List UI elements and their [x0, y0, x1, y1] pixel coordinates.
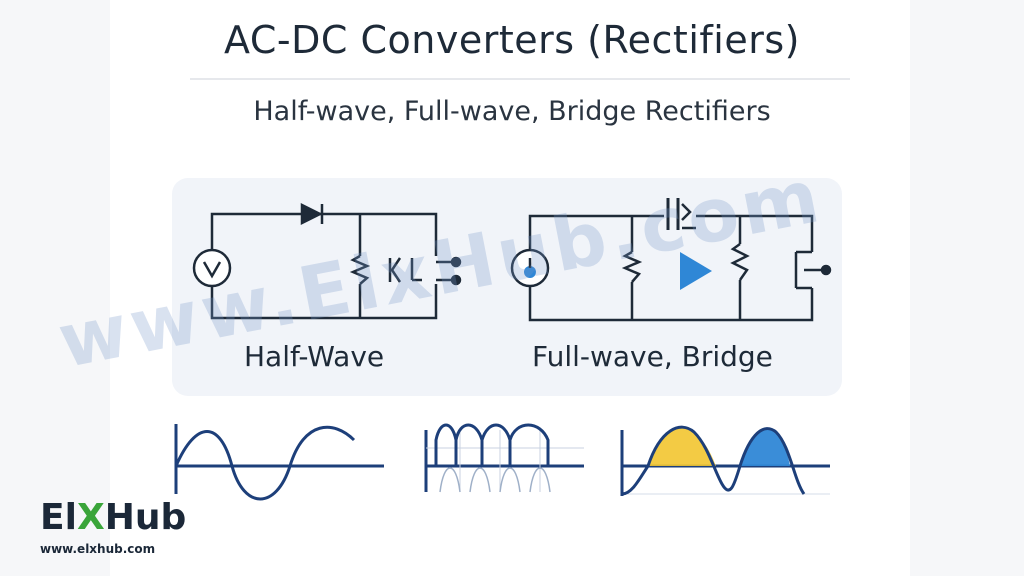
- diode-icon: [300, 202, 324, 226]
- logo-url: www.elxhub.com: [40, 542, 156, 556]
- full-wave-circuit: [510, 196, 832, 322]
- wave1-curve: [174, 425, 356, 501]
- page-title: AC-DC Converters (Rectifiers): [224, 18, 800, 62]
- half-wave-circuit: [192, 202, 462, 320]
- page-subtitle: Half-wave, Full-wave, Bridge Rectifiers: [253, 96, 771, 127]
- half-wave-label: Half-Wave: [244, 340, 385, 373]
- resistor-icon: [730, 242, 750, 281]
- wave3-curve: [621, 425, 806, 496]
- resistor-icon: [349, 254, 371, 285]
- arrow-icon: [680, 252, 712, 290]
- ac-source-icon: [192, 248, 232, 288]
- waveform-ac-sine: [174, 424, 384, 501]
- load-icon: [792, 250, 832, 290]
- switch-icon: [664, 196, 696, 230]
- wave2-curve: [434, 423, 550, 466]
- wave2-grid: [426, 430, 584, 492]
- resistor-icon: [621, 250, 643, 283]
- logo-hub-text: Hub: [104, 497, 187, 538]
- waveform-full-wave: [424, 423, 584, 493]
- load-icon: [378, 256, 462, 286]
- full-wave-label: Full-wave, Bridge: [532, 340, 773, 373]
- logo-x-text: X: [76, 497, 105, 538]
- wave3-fill-blue: [740, 428, 790, 466]
- elxhub-logo: ElXHub: [40, 500, 186, 536]
- waveform-half-wave: [620, 425, 830, 496]
- wave2-ghost: [439, 467, 551, 493]
- title-divider: [190, 78, 850, 80]
- dc-source-icon: [510, 248, 550, 288]
- logo-el-text: El: [40, 497, 77, 538]
